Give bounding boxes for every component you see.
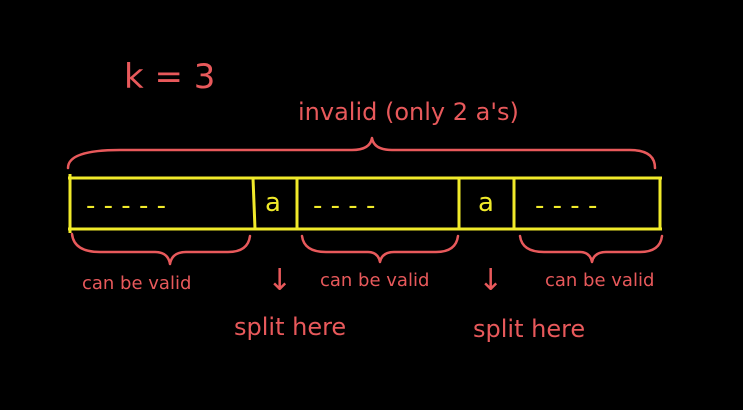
- split-arrow-icon: ↓: [267, 263, 292, 298]
- segment-brace-3: [518, 234, 664, 264]
- split-label: split here: [473, 315, 585, 343]
- array-cell-segment: - - - - -: [86, 191, 166, 221]
- segment-label-can-be-valid: can be valid: [320, 270, 429, 291]
- split-arrow-icon: ↓: [478, 263, 503, 298]
- array-cell-a: a: [478, 188, 494, 218]
- array-box: [68, 174, 662, 233]
- array-cell-segment: - - - -: [313, 191, 375, 221]
- invalid-label: invalid (only 2 a's): [298, 98, 519, 126]
- array-cell-a: a: [265, 188, 281, 218]
- split-label: split here: [234, 313, 346, 341]
- segment-brace-2: [300, 234, 460, 264]
- segment-label-can-be-valid: can be valid: [545, 270, 654, 291]
- segment-label-can-be-valid: can be valid: [82, 273, 191, 294]
- top-brace: [66, 136, 657, 170]
- k-label: k = 3: [124, 57, 215, 97]
- array-cell-segment: - - - -: [535, 191, 597, 221]
- segment-brace-1: [70, 232, 252, 266]
